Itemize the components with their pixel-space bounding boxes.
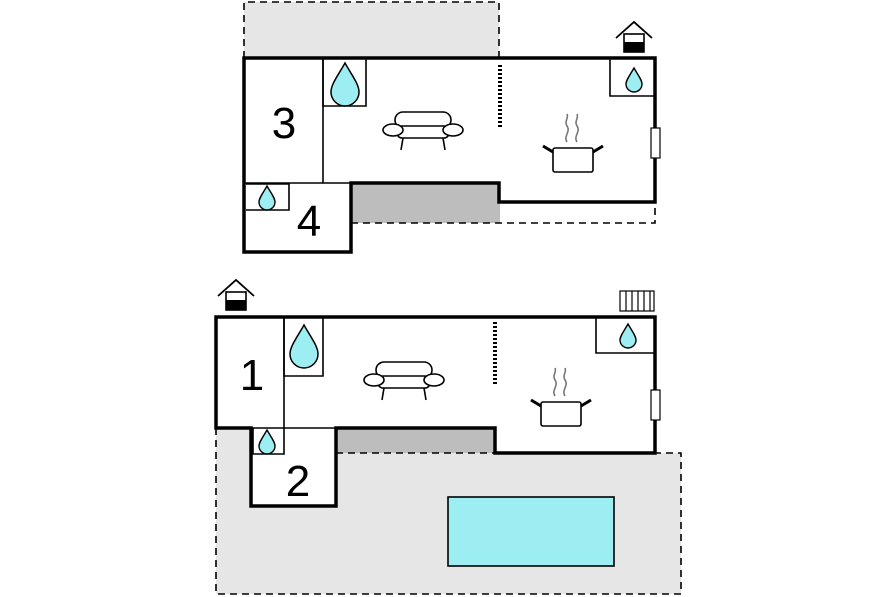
kennel-icon bbox=[615, 21, 653, 53]
terrace-area bbox=[244, 2, 499, 58]
sofa-icon bbox=[363, 361, 445, 401]
cooking-pot-icon bbox=[541, 112, 605, 174]
floor-top: 3 4 bbox=[242, 1, 661, 254]
pool-icon bbox=[447, 496, 615, 567]
sofa-icon bbox=[382, 111, 464, 151]
shower-icon bbox=[330, 62, 360, 107]
floor-bottom: 1 2 bbox=[214, 279, 682, 595]
room-label: 3 bbox=[272, 99, 296, 148]
room-label: 4 bbox=[297, 197, 321, 246]
sink-icon bbox=[619, 323, 637, 349]
cooking-pot-icon bbox=[529, 366, 593, 428]
covered-balcony bbox=[336, 428, 495, 453]
covered-balcony bbox=[351, 183, 500, 223]
kennel-icon bbox=[217, 279, 255, 311]
room-label: 1 bbox=[240, 351, 264, 400]
fence-icon bbox=[619, 290, 655, 312]
sink-icon bbox=[625, 67, 643, 93]
room-label: 2 bbox=[286, 457, 310, 506]
sink-icon bbox=[258, 429, 276, 455]
outer-walls bbox=[242, 56, 657, 254]
shower-icon bbox=[289, 324, 319, 369]
sink-icon bbox=[258, 185, 276, 211]
